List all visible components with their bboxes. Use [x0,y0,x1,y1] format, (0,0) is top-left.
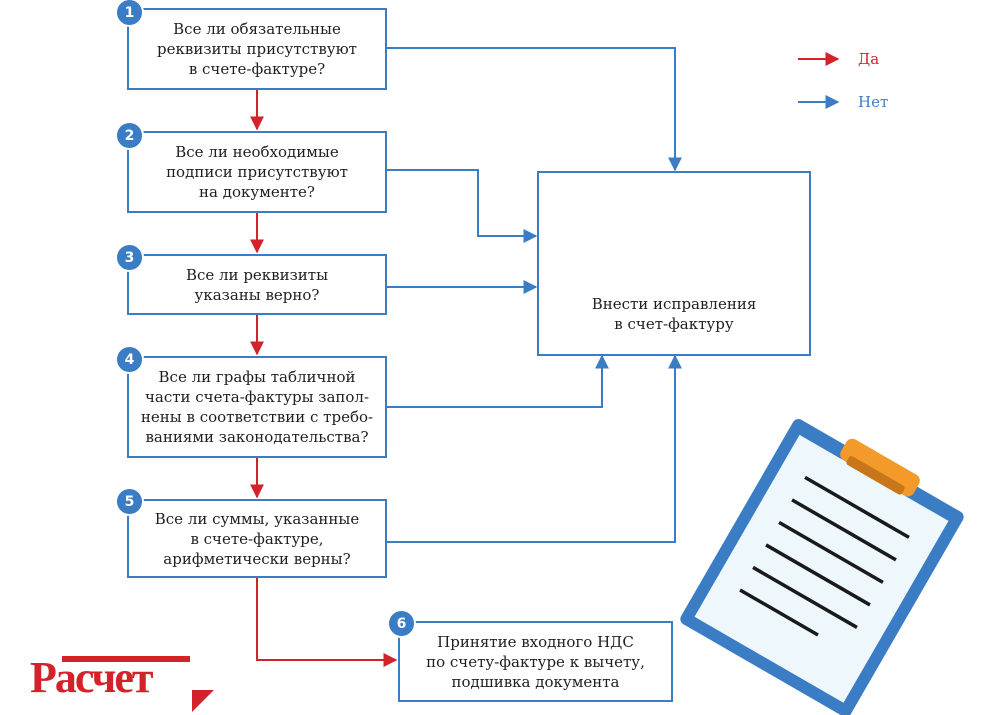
step-text-4: Все ли графы табличной части счета-факту… [140,368,374,446]
legend-yes-label: Да [858,50,880,68]
correction-box: Внести исправления в счет-фактуру [537,171,811,356]
no-arrow-1 [386,47,682,172]
correction-text: Внести исправления в счет-фактуру [591,295,757,333]
step-text-1: Все ли обязательные реквизиты присутству… [157,20,357,78]
step-box-1: Все ли обязательные реквизиты присутству… [127,8,387,90]
step-box-4: Все ли графы табличной части счета-факту… [127,356,387,458]
no-arrow-4 [386,354,609,408]
logo: Расчет [30,653,153,702]
step-badge-2: 2 [115,121,144,150]
step-badge-3: 3 [115,243,144,272]
step-text-5: Все ли суммы, указанные в счете-фактуре,… [154,509,360,568]
step-text-3: Все ли реквизиты указаны верно? [185,265,329,304]
legend-no-label: Нет [858,93,889,111]
no-arrow-5 [386,354,682,543]
step-box-5: Все ли суммы, указанные в счете-фактуре,… [127,499,387,578]
yes-arrow-5-6 [256,577,398,667]
step-box-3: Все ли реквизиты указаны верно? [127,254,387,315]
step-box-2: Все ли необходимые подписи присутствуют … [127,131,387,213]
step-badge-4: 4 [115,345,144,374]
step-badge-5: 5 [115,487,144,516]
step-badge-6: 6 [387,609,416,638]
step-text-2: Все ли необходимые подписи присутствуют … [166,143,348,201]
no-arrow-2 [386,169,538,243]
step-badge-1: 1 [115,0,144,27]
step-text-6: Принятие входного НДС по счету-фактуре к… [426,632,645,691]
logo-triangle [192,690,214,712]
logo-tagline-bar [62,656,190,662]
step-box-6: Принятие входного НДС по счету-фактуре к… [398,621,673,702]
clipboard-icon [680,419,964,715]
